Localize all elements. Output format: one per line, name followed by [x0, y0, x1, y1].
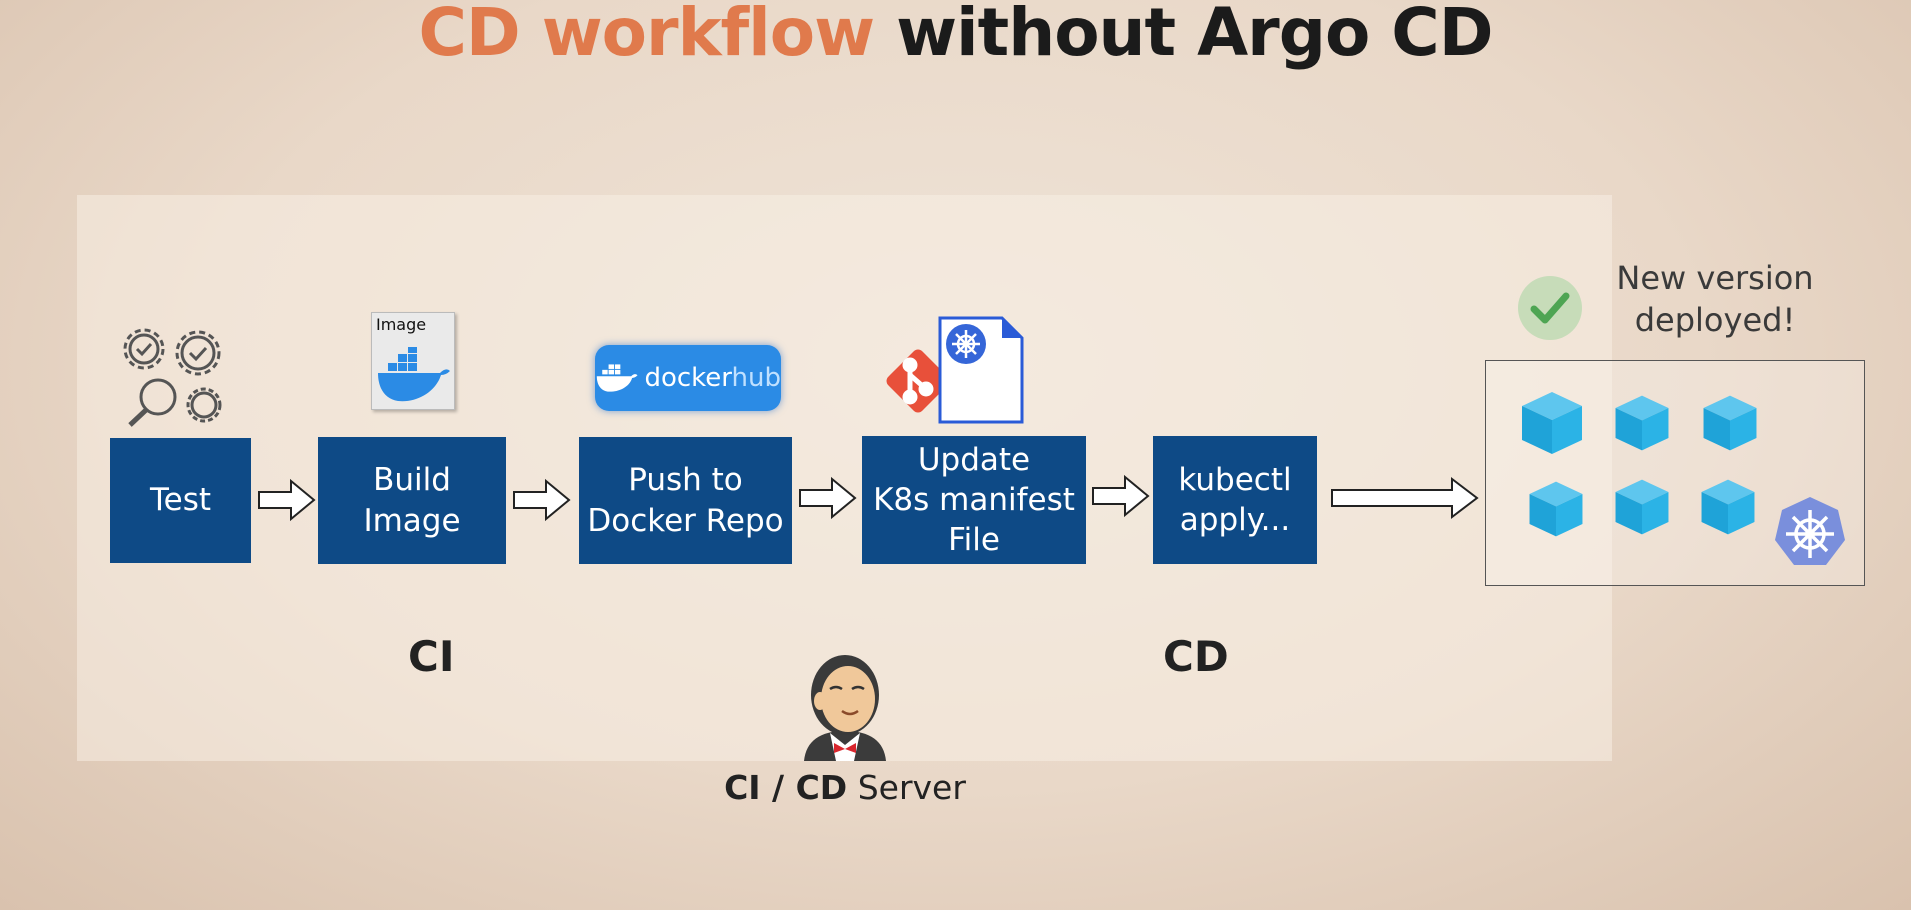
- dockerhub-whale-icon: [596, 364, 638, 392]
- image-card-label: Image: [376, 315, 427, 334]
- cube-icon: [1522, 392, 1582, 454]
- kubernetes-icon: [1775, 497, 1845, 565]
- cube-icon: [1615, 479, 1669, 535]
- dockerhub-hub-text: hub: [731, 363, 781, 393]
- step-push-docker-repo: Push to Docker Repo: [579, 437, 792, 564]
- arrow-2: [513, 478, 571, 522]
- cube-icon: [1703, 395, 1757, 451]
- step-build-image-label: Build Image: [363, 462, 461, 539]
- phase-cd-label: CD: [1163, 632, 1229, 681]
- cube-icon: [1701, 479, 1755, 535]
- dockerhub-text: dockerhub: [644, 363, 781, 393]
- step-kubectl-label: kubectl apply...: [1178, 461, 1292, 538]
- jenkins-icon: [804, 655, 886, 761]
- arrow-to-cluster: [1331, 476, 1479, 520]
- ci-cd-server-label: CI / CD Server: [690, 768, 1000, 807]
- deployed-message: New version deployed!: [1595, 258, 1835, 341]
- page-title: CD workflow without Argo CD: [0, 0, 1911, 71]
- arrow-4: [1092, 474, 1150, 518]
- server-label-rest: Server: [847, 768, 966, 807]
- step-kubectl-apply: kubectl apply...: [1153, 436, 1317, 564]
- step-test-label: Test: [149, 482, 212, 519]
- step-update-label: Update K8s manifest File: [873, 441, 1075, 559]
- gears-magnifier-icon: [123, 328, 222, 427]
- cube-icon: [1615, 395, 1669, 451]
- arrow-3: [799, 476, 857, 520]
- deployed-line2: deployed!: [1634, 300, 1796, 339]
- step-update-manifest: Update K8s manifest File: [862, 436, 1086, 564]
- server-label-bold: CI / CD: [724, 768, 848, 807]
- git-icon: [886, 349, 950, 413]
- dockerhub-docker-text: docker: [644, 363, 732, 393]
- step-build-image: Build Image: [318, 437, 506, 564]
- title-rest: without Argo CD: [874, 0, 1493, 71]
- step-push-label: Push to Docker Repo: [587, 462, 784, 539]
- docker-whale-icon: [378, 347, 450, 402]
- check-icon: [1518, 276, 1582, 340]
- step-test: Test: [110, 438, 251, 563]
- k8s-manifest-file-icon: [938, 316, 1024, 424]
- arrow-1: [258, 478, 316, 522]
- title-accent: CD workflow: [418, 0, 876, 71]
- phase-ci-label: CI: [408, 632, 455, 681]
- cube-icon: [1529, 481, 1583, 537]
- dockerhub-logo-icon: dockerhub: [595, 345, 781, 411]
- docker-image-card: Image: [371, 312, 455, 410]
- deployed-line1: New version: [1616, 259, 1814, 297]
